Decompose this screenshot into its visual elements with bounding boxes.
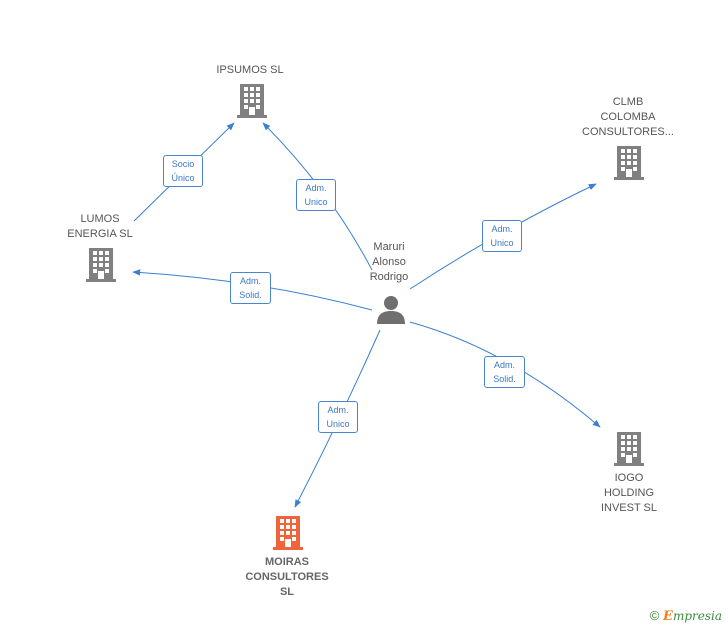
edge-label-adm-unico: Adm. Unico [296, 179, 336, 211]
edge-label-socio-unico: Socio Único [163, 155, 203, 187]
edge-label-adm-unico: Adm. Unico [318, 401, 358, 433]
node-label-lumos[interactable]: LUMOS ENERGIA SL [67, 213, 133, 240]
edge-label-adm-unico: Adm. Unico [482, 220, 522, 252]
building-icon[interactable] [86, 248, 116, 282]
brand-initial: E [663, 609, 673, 624]
edge-label-adm-solid: Adm. Solid. [484, 356, 525, 388]
edge-label-adm-solid: Adm. Solid. [230, 272, 271, 304]
building-icon[interactable] [614, 432, 644, 466]
copyright-icon: © [649, 608, 660, 623]
node-label-ipsumos[interactable]: IPSUMOS SL [216, 64, 284, 76]
node-label-iogo[interactable]: IOGO HOLDING INVEST SL [600, 472, 658, 514]
brand-name: mpresia [672, 609, 722, 623]
node-label-moiras[interactable]: MOIRAS CONSULTORES SL [245, 556, 329, 598]
building-icon[interactable] [273, 516, 303, 550]
empresia-logo: © Empresia [650, 608, 722, 624]
node-label-clmb[interactable]: CLMB COLOMBA CONSULTORES... [582, 96, 674, 138]
building-icon[interactable] [614, 146, 644, 180]
building-icon[interactable] [237, 84, 267, 118]
node-label-person[interactable]: Maruri Alonso Rodrigo [369, 241, 409, 283]
person-icon[interactable] [377, 296, 405, 324]
